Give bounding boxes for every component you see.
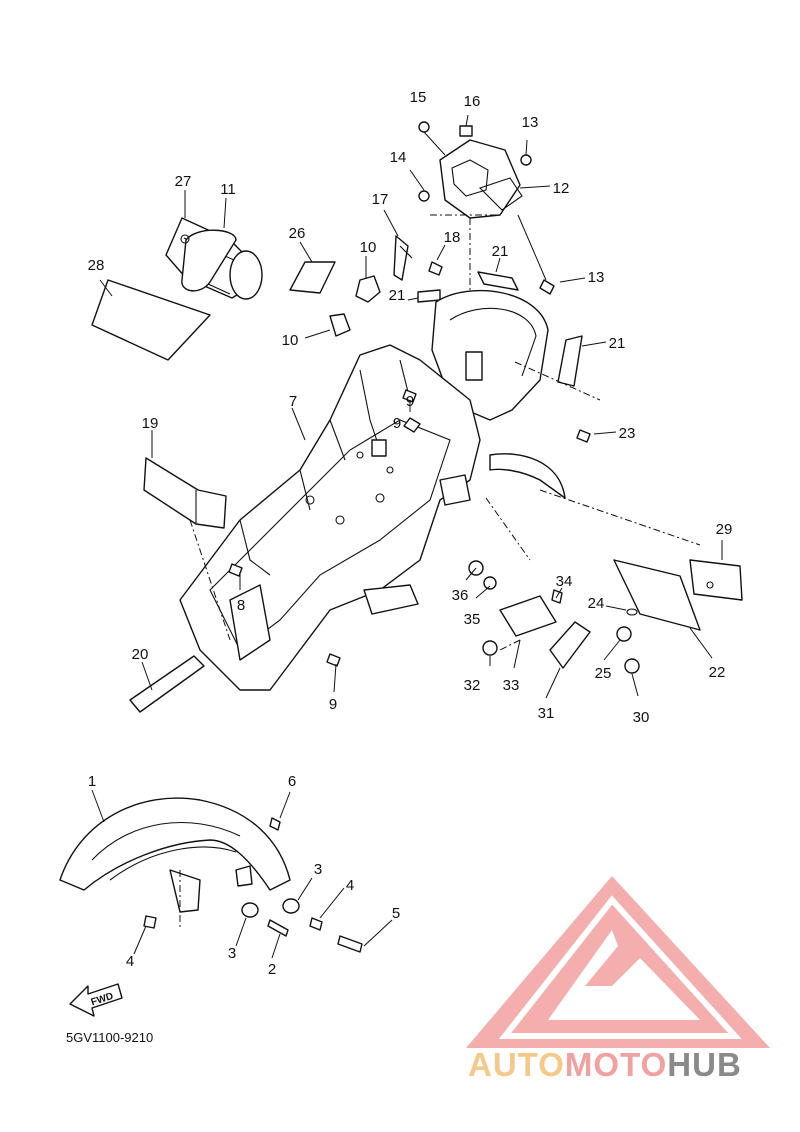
label-part-12: 12 xyxy=(553,180,570,197)
label-part-7: 7 xyxy=(289,393,297,410)
label-part-16: 16 xyxy=(464,93,481,110)
label-part-35: 35 xyxy=(464,611,481,628)
label-part-10a: 10 xyxy=(360,239,377,256)
label-part-13a: 13 xyxy=(522,114,539,131)
tool-holder-group xyxy=(91,190,263,361)
label-part-15: 15 xyxy=(410,89,427,106)
label-part-22: 22 xyxy=(709,664,726,681)
label-part-21b: 21 xyxy=(389,287,406,304)
label-part-14: 14 xyxy=(390,149,407,166)
part-number-labels: 1 2 3 3 4 4 5 6 7 8 9 9 9 10 10 11 12 13… xyxy=(88,89,733,978)
label-part-26: 26 xyxy=(289,225,306,242)
label-part-24: 24 xyxy=(588,595,605,612)
label-part-17: 17 xyxy=(372,191,389,208)
label-part-19: 19 xyxy=(142,415,159,432)
label-part-34: 34 xyxy=(556,573,573,590)
label-part-10b: 10 xyxy=(282,332,299,349)
label-part-36: 36 xyxy=(452,587,469,604)
label-part-6: 6 xyxy=(288,773,296,790)
label-part-8: 8 xyxy=(237,597,245,614)
rear-fender-frame xyxy=(179,344,481,691)
clips-group xyxy=(289,209,446,339)
logo-part-hub: HUB xyxy=(667,1046,742,1083)
logo-text: AUTOMOTOHUB xyxy=(468,1046,742,1084)
label-part-31: 31 xyxy=(538,705,555,722)
label-part-21a: 21 xyxy=(492,243,509,260)
reflector-group xyxy=(465,497,743,699)
label-part-9a: 9 xyxy=(393,415,401,432)
pads-group xyxy=(129,430,231,713)
label-part-32: 32 xyxy=(464,677,481,694)
label-part-2: 2 xyxy=(268,961,276,978)
label-part-4a: 4 xyxy=(126,953,134,970)
label-part-25: 25 xyxy=(595,665,612,682)
label-part-9b: 9 xyxy=(329,696,337,713)
label-part-28: 28 xyxy=(88,257,105,274)
logo-part-moto: MOTO xyxy=(564,1046,668,1083)
label-part-29: 29 xyxy=(716,521,733,538)
label-part-9c: 9 xyxy=(406,393,414,410)
label-part-21c: 21 xyxy=(609,335,626,352)
label-part-3b: 3 xyxy=(314,861,322,878)
label-part-4b: 4 xyxy=(346,877,354,894)
label-part-18: 18 xyxy=(444,229,461,246)
front-fender xyxy=(59,789,393,959)
label-part-11: 11 xyxy=(220,181,236,198)
logo-part-auto: AUTO xyxy=(468,1046,565,1083)
rear-housing xyxy=(407,257,701,546)
label-part-23: 23 xyxy=(619,425,636,442)
label-part-33: 33 xyxy=(503,677,520,694)
label-part-5: 5 xyxy=(392,905,400,922)
label-part-30: 30 xyxy=(633,709,650,726)
catalog-code: 5GV1100-9210 xyxy=(66,1030,154,1045)
logo-mark xyxy=(466,876,770,1048)
label-part-13b: 13 xyxy=(588,269,605,286)
bolts-group xyxy=(228,389,617,693)
label-part-3a: 3 xyxy=(228,945,236,962)
label-part-1: 1 xyxy=(88,773,96,790)
tail-bracket-assembly xyxy=(409,114,586,350)
label-part-27: 27 xyxy=(175,173,192,190)
label-part-20: 20 xyxy=(132,646,149,663)
forward-arrow-icon: FWD xyxy=(69,983,123,1017)
